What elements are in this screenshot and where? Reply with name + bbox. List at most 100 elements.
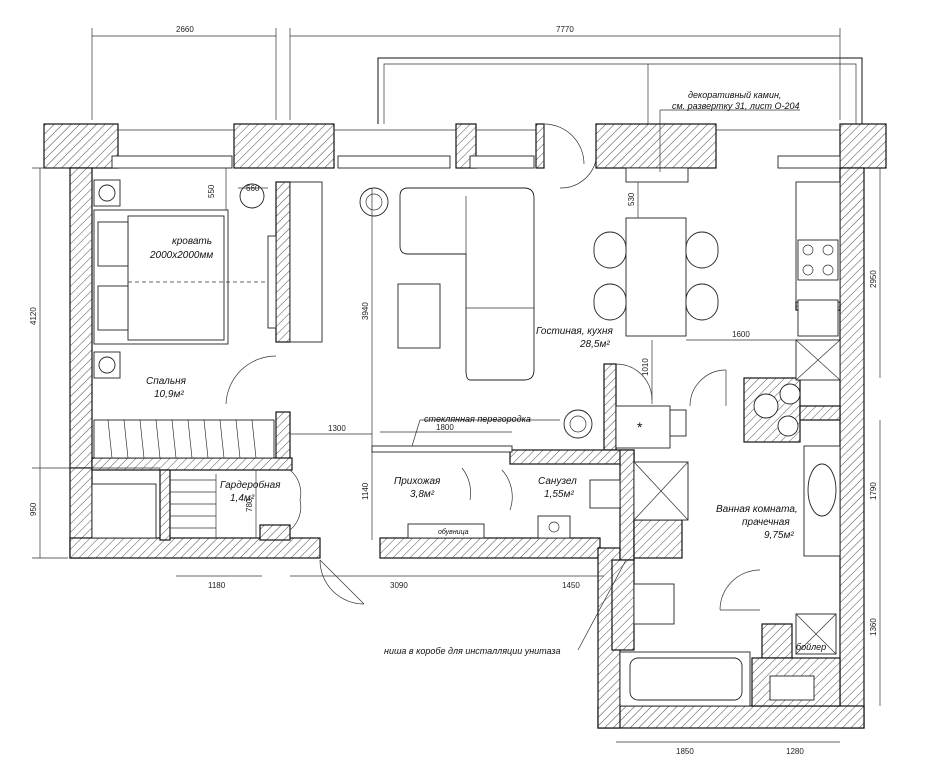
bath-name-2: прачечная — [742, 517, 790, 528]
balcony-inner — [383, 63, 857, 124]
shaft-pipe-2 — [779, 383, 801, 405]
wall-bedroom-lower — [275, 411, 291, 463]
wardrobe-closet — [289, 181, 323, 343]
dining-table — [625, 217, 687, 337]
note-fireplace-2: см. развертку 31, лист О-204 — [672, 101, 800, 111]
coffee-table — [397, 283, 441, 349]
wc-name: Санузел — [538, 476, 577, 487]
sofa — [399, 187, 535, 381]
dim-780: 780 — [245, 498, 254, 512]
dim-fire-depth: 530 — [627, 192, 636, 206]
chair-4 — [685, 283, 719, 321]
wc-toilet — [589, 479, 621, 509]
dim-top-right: 7770 — [556, 25, 574, 34]
hall-name: Прихожая — [394, 476, 441, 487]
walls — [43, 123, 887, 729]
wall-wardrobe-bottom — [259, 524, 291, 541]
wall-top-right — [839, 123, 887, 169]
bath-area: 9,75м² — [764, 530, 794, 541]
wardrobe-name: Гардеробная — [220, 479, 281, 491]
note-fireplace-1: декоративный камин, — [688, 90, 781, 100]
bath-name-1: Ванная комната, — [716, 504, 798, 515]
dim-1010: 1010 — [641, 358, 650, 376]
wardrobe-area: 1,4м² — [230, 493, 255, 504]
bed-mattress — [127, 215, 225, 341]
dim-1360: 1360 — [869, 618, 878, 636]
dim-1140: 1140 — [361, 482, 370, 500]
cooktop — [797, 239, 839, 281]
wall-bedroom-closet — [275, 181, 291, 343]
wall-shaft-r — [799, 405, 841, 421]
tv-panel — [267, 235, 277, 329]
washer-niche — [769, 675, 815, 701]
dim-1790: 1790 — [869, 482, 878, 500]
balcony-outline — [377, 57, 863, 124]
dim-bot-3090: 3090 — [390, 581, 408, 590]
dim-1300: 1300 — [328, 424, 346, 433]
wall-top-mid3 — [535, 123, 545, 169]
bedroom-furniture — [93, 179, 323, 459]
heater — [669, 409, 687, 437]
pillow-2 — [97, 285, 129, 331]
note-niche: ниша в коробе для инсталляции унитаза — [384, 646, 560, 656]
bed-size: 2000x2000мм — [149, 250, 213, 261]
chair-3 — [685, 231, 719, 269]
dimension-lines — [32, 28, 881, 743]
wall-wardrobe-left — [159, 469, 171, 541]
bed-label: кровать — [172, 236, 212, 247]
wall-bottom-right — [597, 705, 865, 729]
shoe-cabinet — [407, 523, 485, 539]
note-boiler: бойлер — [796, 642, 826, 652]
note-glass: стеклянная перегородка — [424, 414, 531, 424]
dim-bed-top: 550 — [207, 184, 216, 198]
doors — [319, 123, 761, 611]
wall-top-fireplace — [595, 123, 717, 169]
lamp — [239, 183, 265, 209]
floor-lamp — [359, 187, 389, 217]
shaft-pipe-3 — [777, 415, 799, 437]
wall-right — [839, 167, 865, 729]
wall-bath-top — [633, 519, 683, 559]
wall-bottom-left — [69, 537, 321, 559]
living-name: Гостиная, кухня — [536, 326, 614, 337]
dim-bot-1280: 1280 — [786, 747, 804, 756]
note-shoe: обувница — [438, 528, 469, 536]
living-area: 28,5м² — [579, 339, 610, 350]
wc-sink — [537, 515, 571, 539]
storage-star — [615, 405, 671, 449]
bedroom-name: Спальня — [146, 376, 187, 387]
bedroom-area: 10,9м² — [154, 389, 184, 400]
chair-2 — [593, 283, 627, 321]
pillow-1 — [97, 221, 129, 267]
wall-left — [69, 167, 93, 469]
bath-toilet — [633, 583, 675, 625]
wall-top-left — [43, 123, 119, 169]
hall-area: 3,8м² — [410, 489, 435, 500]
bedroom-storage — [93, 419, 275, 459]
chair-1 — [593, 231, 627, 269]
dim-bot-1450: 1450 — [562, 581, 580, 590]
star-mark: * — [637, 419, 643, 435]
dim-mid-height: 3940 — [361, 302, 370, 320]
dim-bot-1850: 1850 — [676, 747, 694, 756]
shaft-pipe-1 — [753, 393, 779, 419]
plant — [563, 409, 593, 439]
living-furniture — [359, 181, 841, 449]
wall-top-mid1 — [233, 123, 335, 169]
wardrobe-furniture — [91, 469, 302, 539]
dim-right-top: 2950 — [869, 270, 878, 288]
nightstand-lamp-top — [93, 179, 121, 207]
dim-1800: 1800 — [436, 423, 454, 432]
dim-top-left: 2660 — [176, 25, 194, 34]
bath-sink — [807, 463, 837, 517]
wall-boiler-box — [761, 623, 793, 659]
wall-bottom-mid — [379, 537, 601, 559]
dim-bed-width: 660 — [246, 184, 260, 193]
wall-wc-top-h — [509, 449, 635, 465]
radiators — [111, 129, 841, 169]
wardrobe-unit — [91, 483, 157, 539]
wc-area: 1,55м² — [544, 489, 574, 500]
dim-left-lower: 950 — [29, 502, 38, 516]
dim-1600: 1600 — [732, 330, 750, 339]
